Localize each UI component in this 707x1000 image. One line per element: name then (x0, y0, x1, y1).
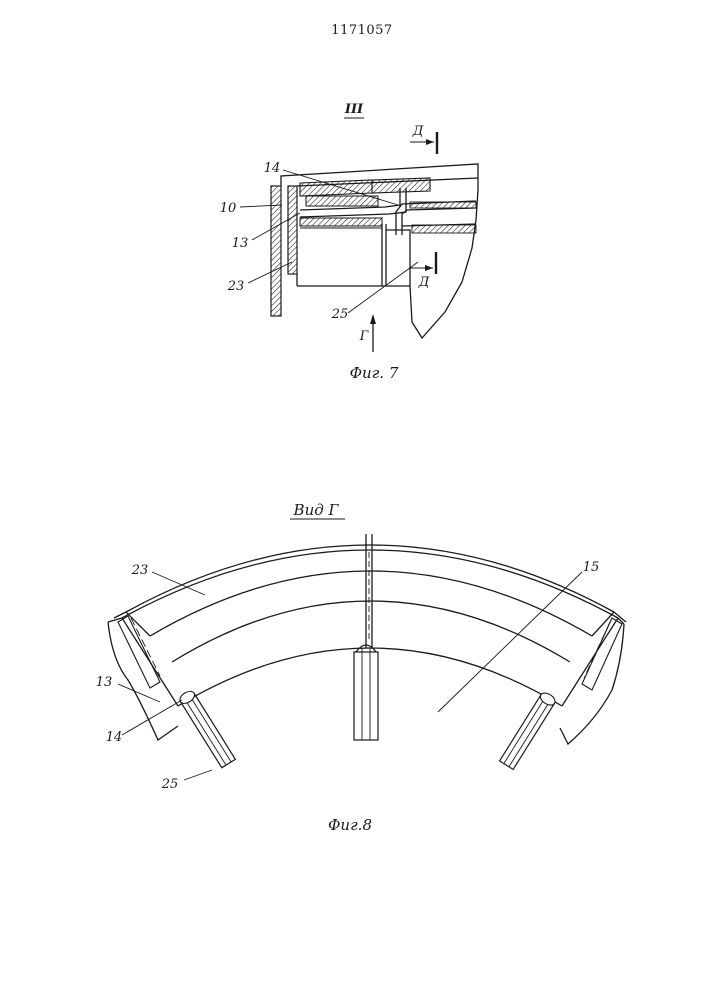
label-25: 25 (331, 307, 349, 322)
svg-text:Д: Д (418, 275, 430, 290)
label-23: 23 (131, 563, 149, 578)
figure-7-caption: Фиг. 7 (350, 364, 399, 382)
section-mark: III (344, 102, 364, 117)
channel-block (306, 196, 378, 206)
label-13: 13 (96, 675, 113, 690)
ring-outer-arc (126, 545, 614, 612)
section-cut-marker-bottom: Д (410, 252, 436, 290)
label-15: 15 (583, 560, 600, 575)
figure-8-caption: Фиг.8 (328, 816, 372, 834)
figure-8: Вид Г (96, 501, 626, 834)
pin-25-right (500, 691, 558, 770)
pin-25-left (178, 689, 236, 768)
svg-text:Д: Д (412, 124, 424, 139)
pin-25-center (354, 645, 378, 740)
ring-23 (288, 186, 297, 274)
figure-7: III Д Д (220, 102, 478, 382)
section-cut-marker-top: Д (410, 124, 437, 154)
label-13: 13 (232, 236, 249, 251)
label-14: 14 (106, 730, 123, 745)
label-10: 10 (220, 201, 237, 216)
pipe-14 (410, 202, 476, 208)
document-number: 1171057 (331, 23, 392, 38)
label-14: 14 (264, 161, 281, 176)
label-25: 25 (161, 777, 179, 792)
label-23: 23 (227, 279, 245, 294)
bracket-13 (108, 618, 178, 740)
view-mark-g: Г (359, 329, 369, 344)
view-title: Вид Г (293, 501, 340, 519)
